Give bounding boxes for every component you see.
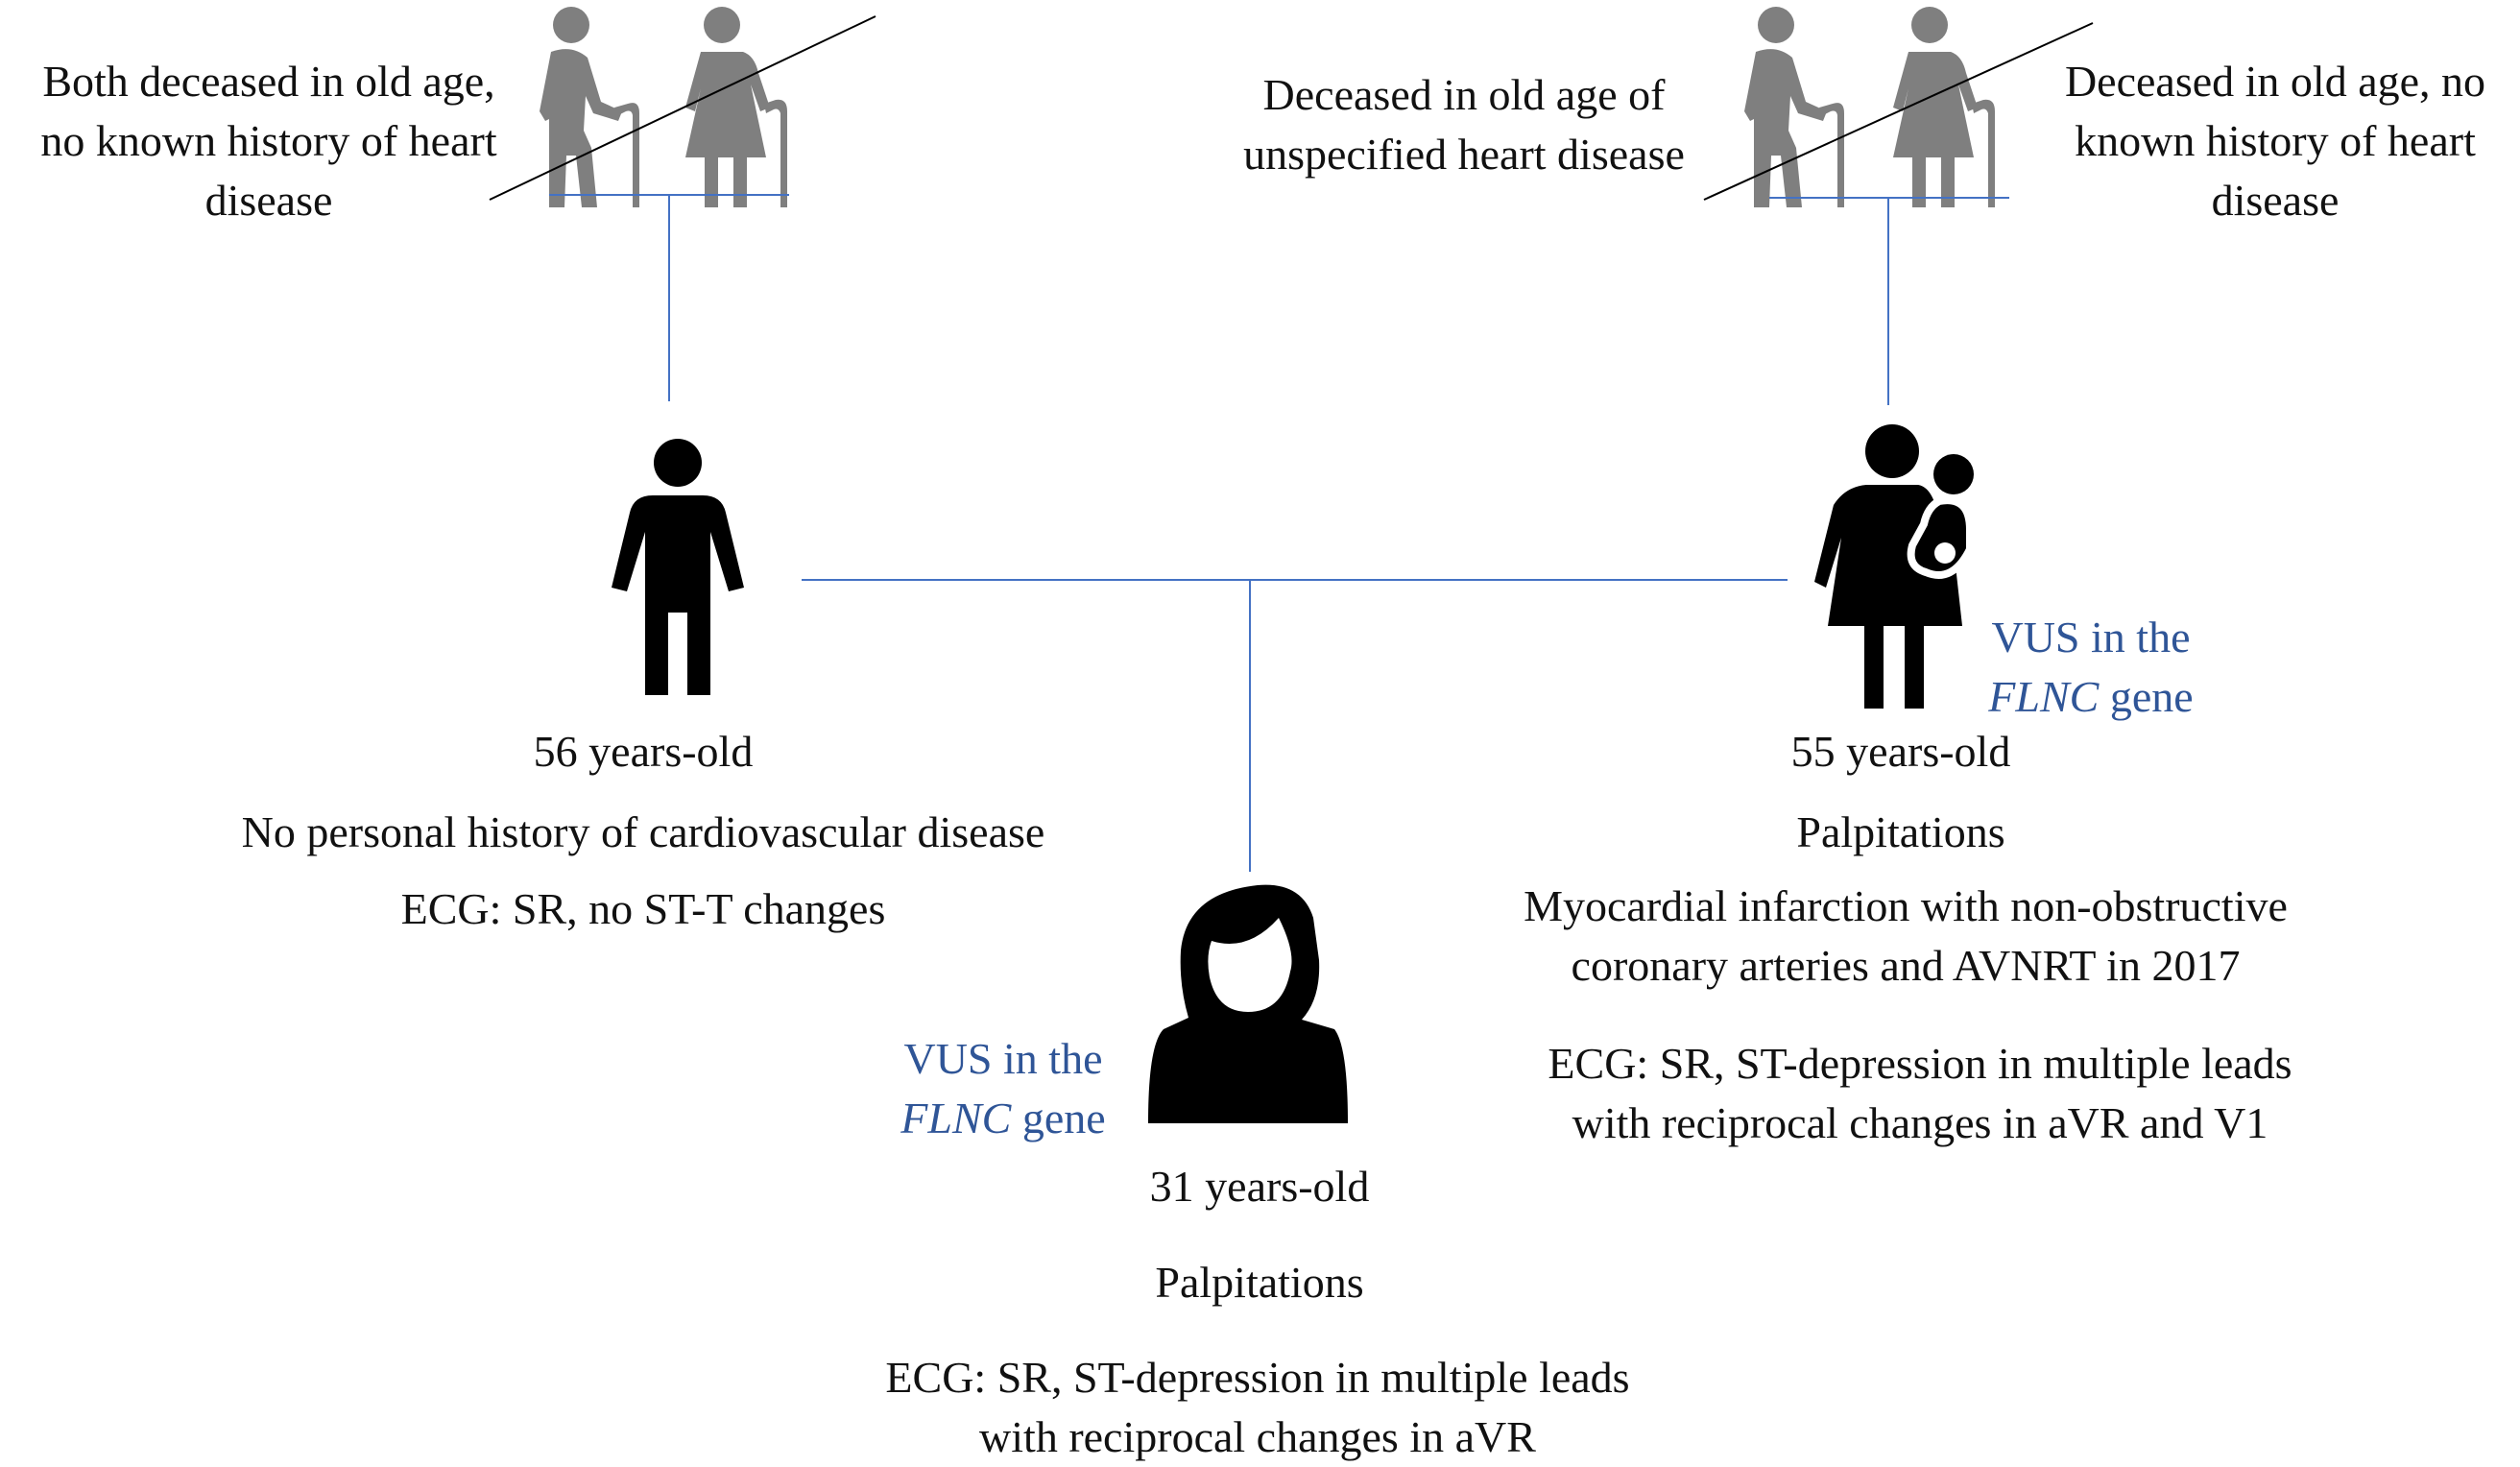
daughter-vus-line: VUS in the xyxy=(903,1034,1103,1083)
mother-age: 55 years-old xyxy=(1790,727,2011,776)
maternal-grandparents-icon xyxy=(1744,7,1995,207)
daughter-ecg-line: ECG: SR, ST-depression in multiple leads xyxy=(885,1353,1630,1402)
mother-vus-gene-line: FLNC gene xyxy=(1988,667,2193,727)
father-ecg: ECG: SR, no ST-T changes xyxy=(400,884,886,933)
daughter-ecg-line: with reciprocal changes in aVR xyxy=(979,1412,1536,1461)
woman-bust-icon xyxy=(1148,884,1348,1123)
man-icon xyxy=(612,439,744,695)
paternal-note-line: Both deceased in old age, xyxy=(42,57,495,106)
paternal-deceased-slash xyxy=(489,15,876,201)
mother-ecg: ECG: SR, ST-depression in multiple leads… xyxy=(1548,1034,2292,1153)
paternal-grandparents-icon xyxy=(540,7,787,207)
mother-ecg-line: with reciprocal changes in aVR and V1 xyxy=(1572,1098,2268,1147)
daughter-vus-gene: FLNC xyxy=(900,1094,1012,1142)
maternal-grandmother-note-line: Deceased in old age, no xyxy=(2064,57,2486,106)
daughter-vus-suffix: gene xyxy=(1011,1094,1106,1142)
maternal-grandfather-note-line: unspecified heart disease xyxy=(1243,130,1685,179)
paternal-note-line: no known history of heart xyxy=(40,116,497,165)
mother-history-line: coronary arteries and AVNRT in 2017 xyxy=(1571,941,2241,990)
mother-vus-suffix: gene xyxy=(2099,672,2194,721)
daughter-vus-annotation: VUS in the FLNC gene xyxy=(900,1029,1105,1148)
maternal-grandfather-note-line: Deceased in old age of xyxy=(1262,70,1666,119)
daughter-ecg: ECG: SR, ST-depression in multiple leads… xyxy=(885,1348,1629,1467)
maternal-grandmother-note-line: disease xyxy=(2211,176,2340,225)
maternal-grandmother-note-line: known history of heart xyxy=(2075,116,2476,165)
maternal-grandmother-note: Deceased in old age, no known history of… xyxy=(2065,52,2485,230)
mother-vus-gene: FLNC xyxy=(1988,672,2100,721)
mother-symptom: Palpitations xyxy=(1796,807,2005,856)
father-age: 56 years-old xyxy=(533,727,754,776)
mother-vus-line: VUS in the xyxy=(1991,613,2191,661)
maternal-grandfather-note: Deceased in old age of unspecified heart… xyxy=(1243,65,1685,184)
father-history: No personal history of cardiovascular di… xyxy=(241,807,1045,856)
daughter-vus-gene-line: FLNC gene xyxy=(900,1089,1105,1148)
daughter-symptom: Palpitations xyxy=(1155,1258,1364,1307)
woman-with-child-icon xyxy=(1814,424,1974,709)
mother-ecg-line: ECG: SR, ST-depression in multiple leads xyxy=(1548,1039,2292,1088)
mother-history-line: Myocardial infarction with non-obstructi… xyxy=(1524,881,2288,930)
maternal-deceased-slash xyxy=(1703,22,2094,201)
paternal-note-line: disease xyxy=(204,176,333,225)
daughter-age: 31 years-old xyxy=(1149,1162,1370,1211)
paternal-grandparents-note: Both deceased in old age, no known histo… xyxy=(40,52,496,230)
mother-vus-annotation: VUS in the FLNC gene xyxy=(1988,608,2193,727)
mother-history: Myocardial infarction with non-obstructi… xyxy=(1524,877,2288,996)
